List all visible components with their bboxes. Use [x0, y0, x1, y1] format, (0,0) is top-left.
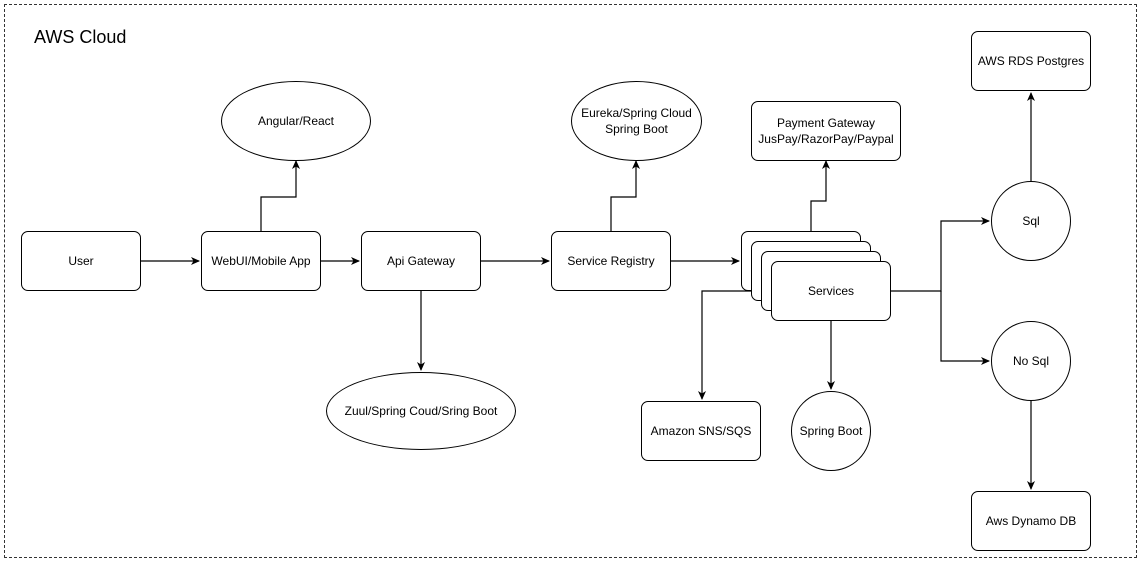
node-aws-rds-postgres[interactable]: AWS RDS Postgres: [971, 31, 1091, 91]
node-user[interactable]: User: [21, 231, 141, 291]
node-payment-gateway[interactable]: Payment Gateway JusPay/RazorPay/Paypal: [751, 101, 901, 161]
node-services[interactable]: Services: [771, 261, 891, 321]
node-api-gateway[interactable]: Api Gateway: [361, 231, 481, 291]
edge-service-registry-to-eureka: [610, 160, 640, 231]
node-eureka-spring-cloud[interactable]: Eureka/Spring Cloud Spring Boot: [571, 81, 702, 161]
node-no-sql[interactable]: No Sql: [991, 321, 1071, 401]
edge-services-to-payment: [810, 160, 830, 239]
node-service-registry[interactable]: Service Registry: [551, 231, 671, 291]
node-aws-dynamo-db[interactable]: Aws Dynamo DB: [971, 491, 1091, 551]
node-zuul[interactable]: Zuul/Spring Coud/Sring Boot: [326, 372, 516, 450]
edge-webui-to-angular: [260, 160, 300, 231]
aws-cloud-region: [4, 4, 1137, 558]
node-sql[interactable]: Sql: [991, 181, 1071, 261]
edge-services-to-sql: [891, 217, 990, 292]
node-spring-boot[interactable]: Spring Boot: [791, 391, 871, 471]
aws-cloud-title: AWS Cloud: [34, 27, 127, 47]
node-amazon-sns-sqs[interactable]: Amazon SNS/SQS: [641, 401, 761, 461]
edge-services-to-sns: [698, 290, 771, 400]
node-angular-react[interactable]: Angular/React: [221, 81, 371, 161]
node-webui-mobile-app[interactable]: WebUI/Mobile App: [201, 231, 321, 291]
edge-services-to-nosql: [940, 291, 990, 365]
